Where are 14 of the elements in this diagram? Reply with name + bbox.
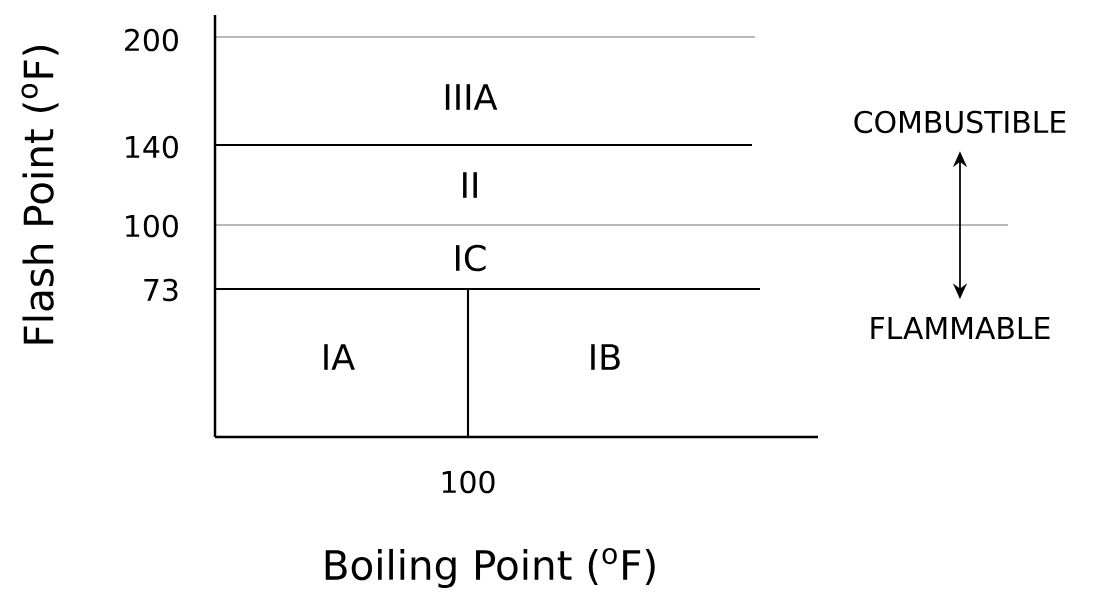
tick-label: 140 — [126, 135, 178, 159]
region-label: IIIA — [445, 84, 498, 110]
tick-label: 73 — [144, 278, 178, 302]
category-label: FLAMMABLE — [871, 317, 1050, 339]
category-label: COMBUSTIBLE — [854, 110, 1066, 134]
axis-title: Boiling Point ($^{o}$F) — [325, 547, 655, 589]
region-label: IC — [456, 244, 486, 272]
region-label: IA — [324, 344, 355, 370]
region-label: II — [463, 172, 477, 198]
region-label: IB — [591, 344, 620, 370]
tick-label: 200 — [125, 28, 178, 52]
tick-label: 100 — [126, 214, 178, 238]
axis-title: Flash Point ($^{o}$F) — [21, 46, 59, 344]
tick-label: 100 — [442, 470, 495, 494]
